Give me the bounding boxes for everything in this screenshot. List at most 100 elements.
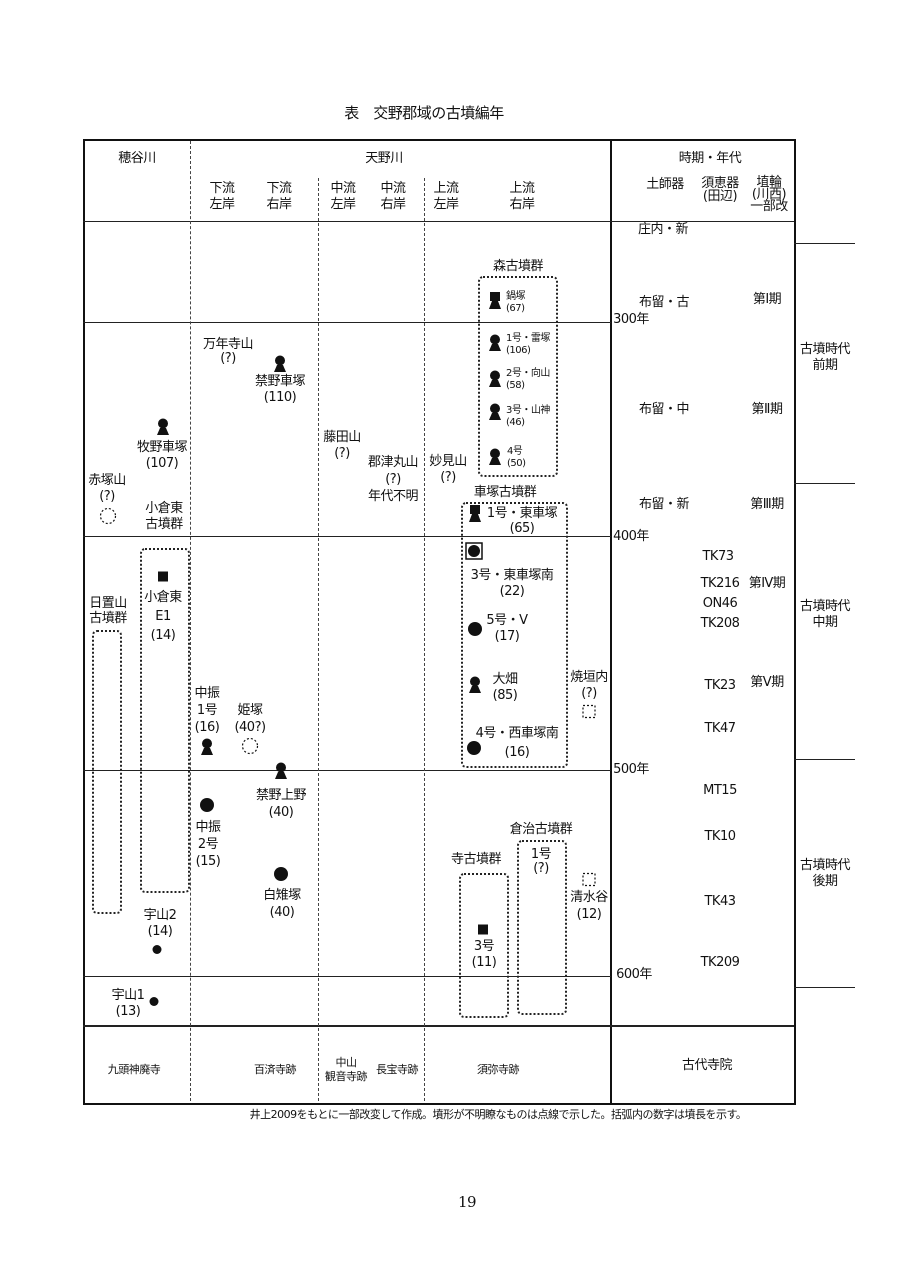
- sue-type: TK216: [700, 576, 740, 591]
- mori-group-label: 森古墳群: [492, 259, 544, 274]
- mound-label: 宇山1 (13): [111, 988, 145, 1019]
- mound-label: 宇山2 (14): [143, 908, 177, 939]
- mori-group-box: [478, 276, 558, 477]
- phase-label: 第Ⅰ期: [752, 292, 782, 307]
- header-period: 時期・年代: [678, 151, 742, 166]
- era-line: [794, 243, 855, 244]
- period-column-divider: [610, 139, 612, 1103]
- square-mound-icon: [477, 921, 489, 940]
- keyhole-mound-icon: [488, 448, 502, 470]
- mound-label: 4号・西車塚南 (16): [475, 726, 559, 760]
- col-divider: [424, 178, 425, 1101]
- mound-label: 赤塚山 (?): [88, 473, 126, 504]
- temple-label: 須弥寺跡: [477, 1063, 520, 1076]
- temple-label: 百済寺跡: [254, 1063, 297, 1076]
- small-round-mound-icon: [149, 992, 159, 1011]
- header-divider: [83, 221, 794, 222]
- mound-label: 万年寺山 (?): [202, 337, 254, 366]
- mound-label: 1号 (?): [530, 847, 552, 876]
- mound-label: 3号・山神 (46): [506, 405, 550, 428]
- sue-type: TK208: [700, 616, 740, 631]
- keyhole-mound-icon: [468, 676, 482, 698]
- caption: 井上2009をもとに一部改変して作成。墳形が不明瞭なものは点線で示した。括弧内の…: [249, 1108, 747, 1121]
- mound-label: 中振 1号 (16): [194, 686, 220, 735]
- group-label: 日置山 古墳群: [89, 596, 127, 626]
- small-round-mound-icon: [152, 940, 162, 959]
- mound-label: 焼垣内 (?): [570, 670, 608, 701]
- year-label: 400年: [613, 529, 649, 544]
- mound-label: 1号・東車塚 (65): [486, 506, 558, 536]
- uncertain-square-mound-icon: [582, 704, 596, 723]
- ogura-group-box: [140, 548, 190, 893]
- era-label: 古墳時代 中期: [799, 599, 851, 630]
- sue-type: TK10: [704, 829, 736, 844]
- square-keyhole-mound-icon: [468, 505, 482, 527]
- circle-in-square-mound-icon: [465, 542, 483, 564]
- mound-label: 姫塚 (40?): [234, 703, 266, 735]
- table-frame: [83, 139, 796, 1105]
- mound-label: 牧野車塚 (107): [136, 440, 188, 471]
- page-number: 19: [457, 1193, 477, 1211]
- period-label: 布留・中: [638, 402, 690, 417]
- temple-label: 九頭神廃寺: [107, 1063, 161, 1076]
- header-sue: 須恵器 (田辺): [701, 176, 739, 204]
- keyhole-mound-icon: [274, 762, 288, 784]
- footer-divider: [83, 1025, 794, 1027]
- table-title: 表 交野郡域の古墳編年: [344, 104, 504, 122]
- year-label: 300年: [613, 312, 649, 327]
- header-haji: 土師器: [646, 177, 684, 192]
- mound-label: 小倉東 E1 (14): [144, 590, 182, 643]
- phase-label: 第Ⅳ期: [748, 576, 786, 591]
- phase-label: 第Ⅱ期: [751, 402, 783, 417]
- sue-type: TK73: [702, 549, 734, 564]
- round-mound-icon: [273, 866, 289, 886]
- mound-label: 禁野上野 (40): [255, 788, 307, 820]
- mound-label: 大畑 (85): [492, 672, 518, 703]
- mound-label: 1号・雷塚 (106): [506, 333, 550, 356]
- group-label: 小倉東 古墳群: [145, 501, 183, 532]
- header-amano: 天野川: [365, 151, 403, 166]
- phase-label: 第Ⅲ期: [750, 497, 784, 512]
- keyhole-mound-icon: [488, 403, 502, 425]
- group-label: 寺古墳群: [450, 852, 502, 867]
- header-haniwa: 埴輪 (川西) 一部改: [750, 175, 788, 214]
- temples-header: 古代寺院: [681, 1058, 733, 1073]
- keyhole-mound-icon: [200, 738, 214, 760]
- kuruma-group-label: 車塚古墳群: [473, 485, 537, 500]
- mound-label: 鍋塚 (67): [506, 291, 526, 314]
- year-label: 600年: [616, 967, 652, 982]
- square-keyhole-mound-icon: [488, 292, 502, 314]
- tera-group-box: [459, 873, 509, 1018]
- mound-label: 中振 2号 (15): [195, 820, 221, 869]
- kuraji-group-box: [517, 840, 567, 1015]
- temple-label: 中山 観音寺跡: [325, 1056, 368, 1083]
- mound-label: 3号・東車塚南 (22): [470, 568, 554, 599]
- mound-label: 白雉塚 (40): [263, 888, 301, 920]
- phase-label: 第Ⅴ期: [750, 675, 784, 690]
- era-label: 古墳時代 前期: [799, 342, 851, 373]
- header-col: 下流 左岸: [209, 181, 235, 212]
- sue-type: ON46: [702, 596, 738, 611]
- line-500: [83, 770, 611, 771]
- era-line: [794, 987, 855, 988]
- col-divider: [190, 141, 191, 1101]
- mound-label: 妙見山 (?): [429, 454, 467, 485]
- mound-label: 2号・向山 (58): [506, 368, 550, 391]
- mound-label: 禁野車塚 (110): [254, 374, 306, 405]
- sue-type: TK47: [704, 721, 736, 736]
- mound-label: 藤田山 (?): [323, 430, 361, 461]
- group-label: 倉治古墳群: [509, 822, 573, 837]
- header-col: 上流 左岸: [433, 181, 459, 212]
- round-mound-icon: [466, 740, 482, 760]
- mound-label: 清水谷 (12): [570, 890, 608, 922]
- line-600: [83, 976, 611, 977]
- temple-label: 長宝寺跡: [376, 1063, 419, 1076]
- uncertain-square-mound-icon: [582, 872, 596, 891]
- header-col: 下流 右岸: [266, 181, 292, 212]
- period-label: 庄内・新: [637, 222, 689, 237]
- header-hotani: 穂谷川: [118, 151, 156, 166]
- kuruma-group-box: [461, 502, 568, 768]
- header-col: 中流 右岸: [380, 181, 406, 212]
- round-mound-icon: [467, 621, 483, 641]
